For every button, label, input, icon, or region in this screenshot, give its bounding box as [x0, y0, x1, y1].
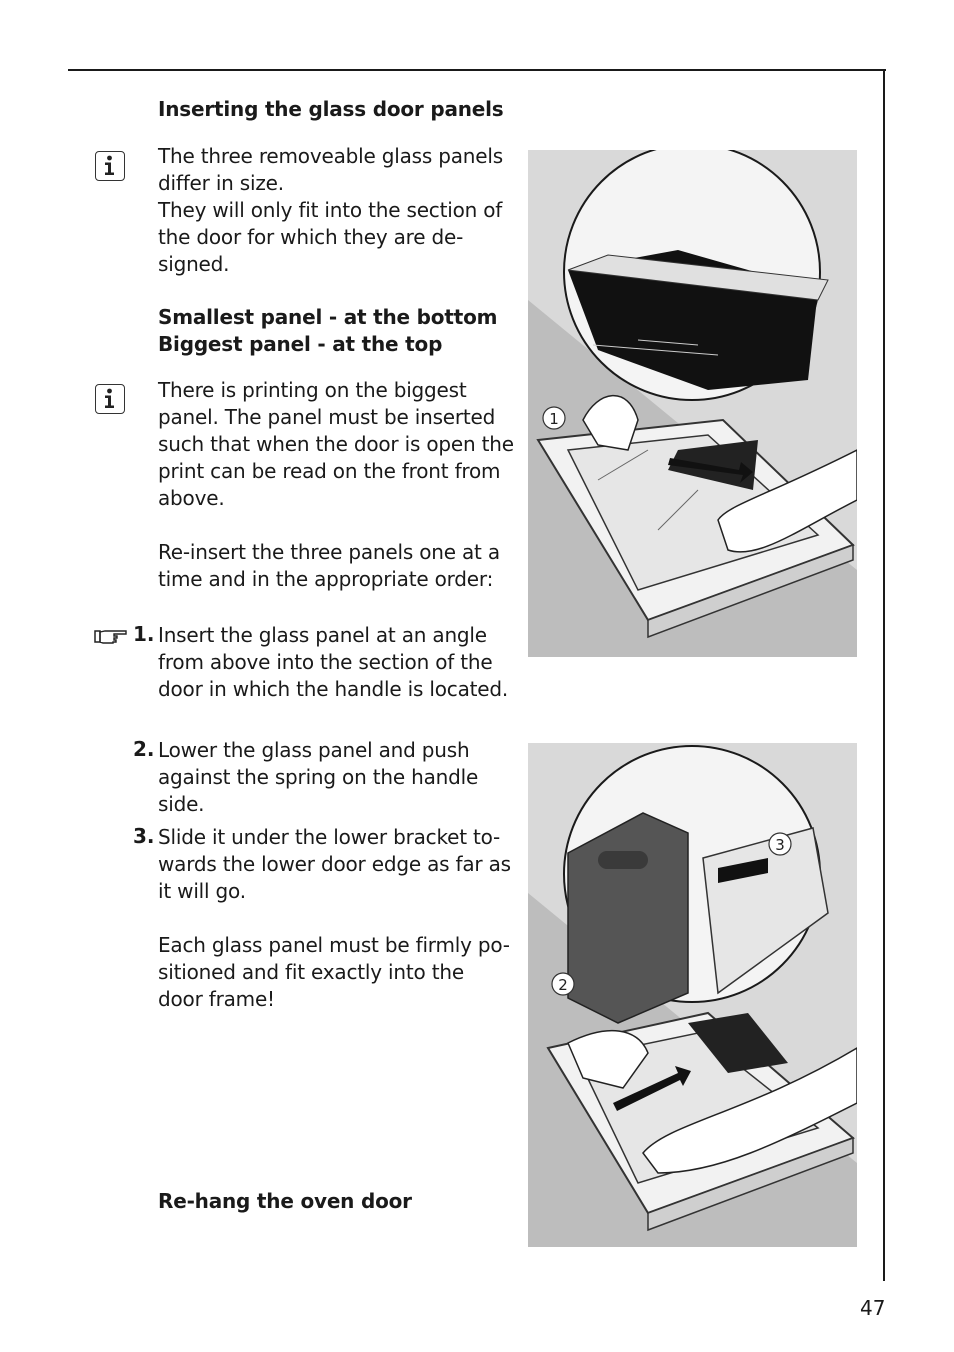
step-number: 2. [133, 737, 155, 761]
info-icon [95, 151, 125, 181]
firm-position-paragraph: Each glass panel must be firmly po-sitio… [158, 933, 510, 1011]
figure2-callout-3: 3 [775, 836, 785, 854]
figure1-callout: 1 [549, 410, 559, 428]
right-rule [883, 69, 885, 1281]
step-number: 3. [133, 824, 155, 848]
page-number: 47 [860, 1296, 886, 1320]
step-number: 1. [133, 622, 155, 646]
figure2-callout-2: 2 [558, 976, 568, 994]
step-3-text: Slide it under the lower bracket to-ward… [158, 825, 511, 903]
info-icon [95, 384, 125, 414]
figure-slide-panel: 3 2 [528, 743, 857, 1247]
section-heading: Inserting the glass door panels [158, 97, 504, 121]
pointing-hand-icon [94, 626, 128, 648]
rehang-heading: Re-hang the oven door [158, 1189, 412, 1213]
top-rule [68, 69, 886, 71]
figure-insert-panel: 1 [528, 150, 857, 657]
